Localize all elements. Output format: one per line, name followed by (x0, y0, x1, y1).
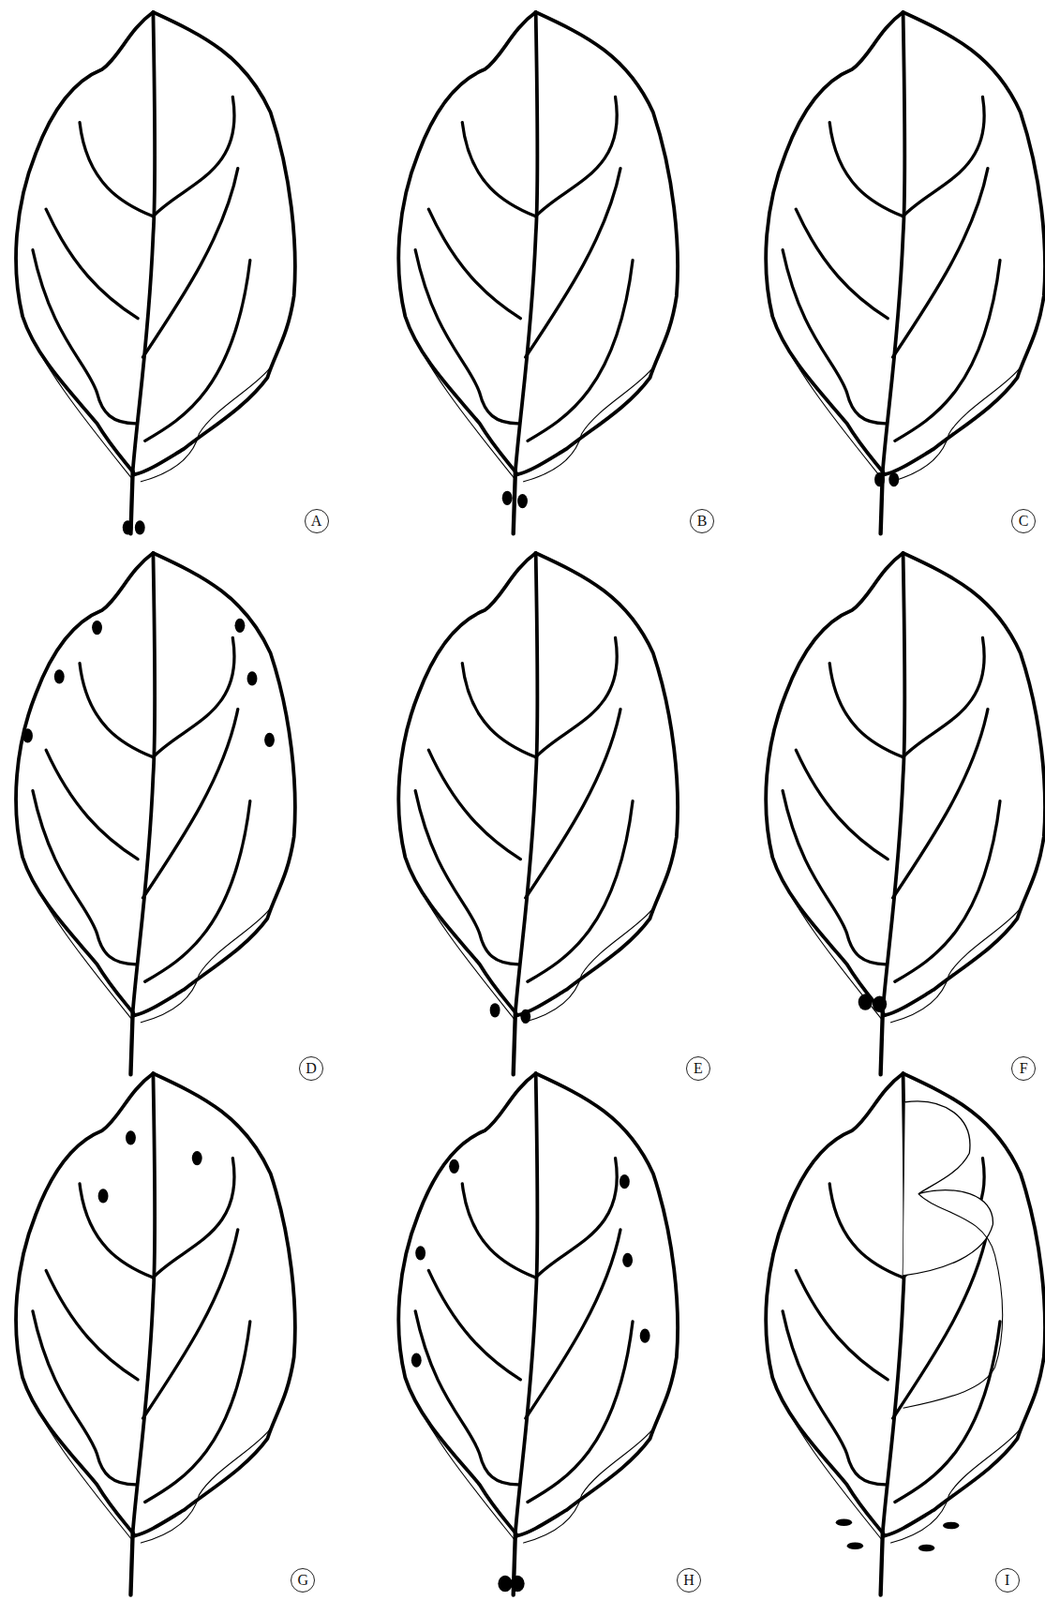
panel-letter: H (683, 1572, 695, 1588)
panel-letter: G (298, 1572, 310, 1588)
panel-letter: B (697, 513, 708, 529)
panel-letter: F (1019, 1060, 1029, 1076)
panel-letter-circle: D (298, 1056, 324, 1081)
panel-letter: E (693, 1060, 703, 1076)
panel-letter-circle: C (1011, 508, 1036, 534)
panel-letter-circle: H (676, 1567, 702, 1593)
panel-letter: I (1004, 1572, 1010, 1588)
panel-letter: C (1018, 513, 1030, 529)
panel-letter-circle: I (995, 1567, 1020, 1593)
panel-letter-circle: E (686, 1056, 711, 1081)
panel-letter-circle: B (689, 508, 715, 534)
panel-letter-circle: G (290, 1567, 315, 1593)
panel-letter: D (305, 1060, 317, 1076)
panel-letter: A (311, 513, 323, 529)
panel-letter-circle: A (304, 508, 329, 534)
panel-letter-circle: F (1011, 1056, 1036, 1081)
